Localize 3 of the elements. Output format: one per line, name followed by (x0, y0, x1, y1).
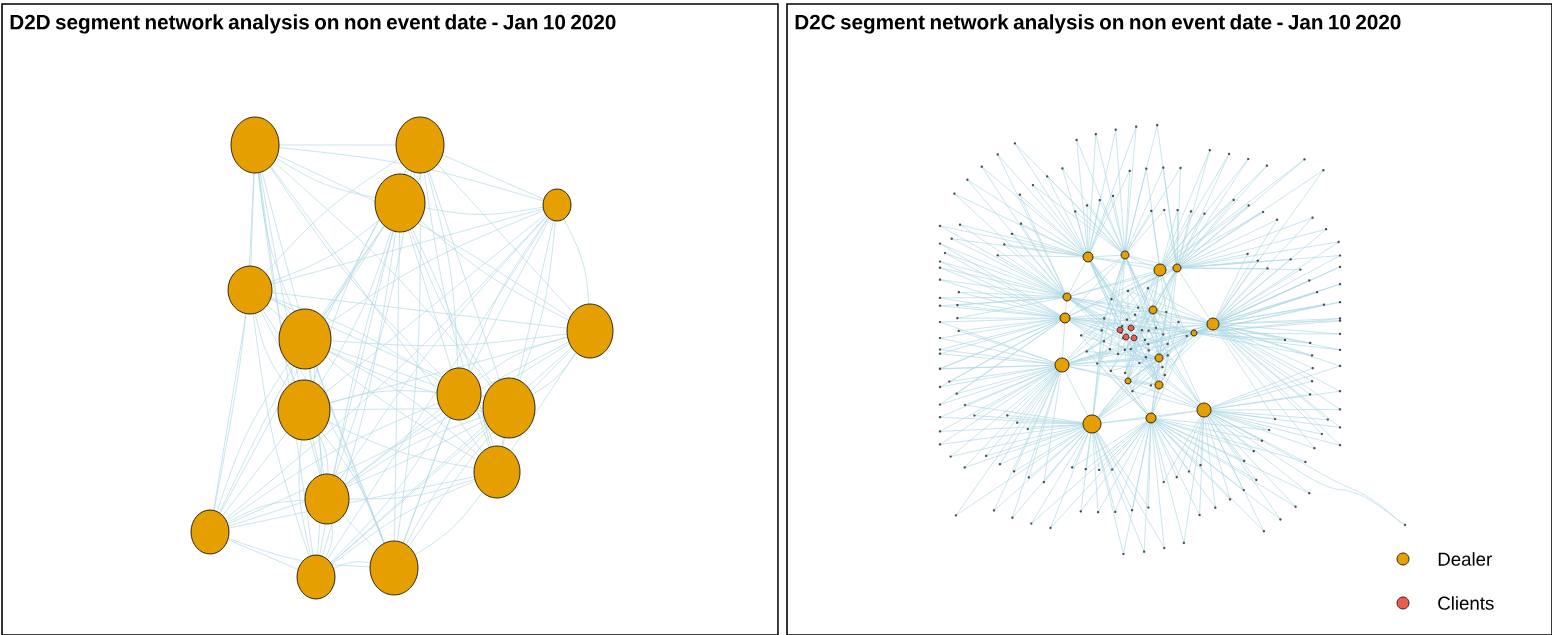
legend-label: Dealer (1438, 552, 1492, 566)
legend-label: Clients (1438, 596, 1494, 610)
chart-panel: D2D segment network analysis on non event date - Jan 10 2020 (1, 3, 779, 635)
